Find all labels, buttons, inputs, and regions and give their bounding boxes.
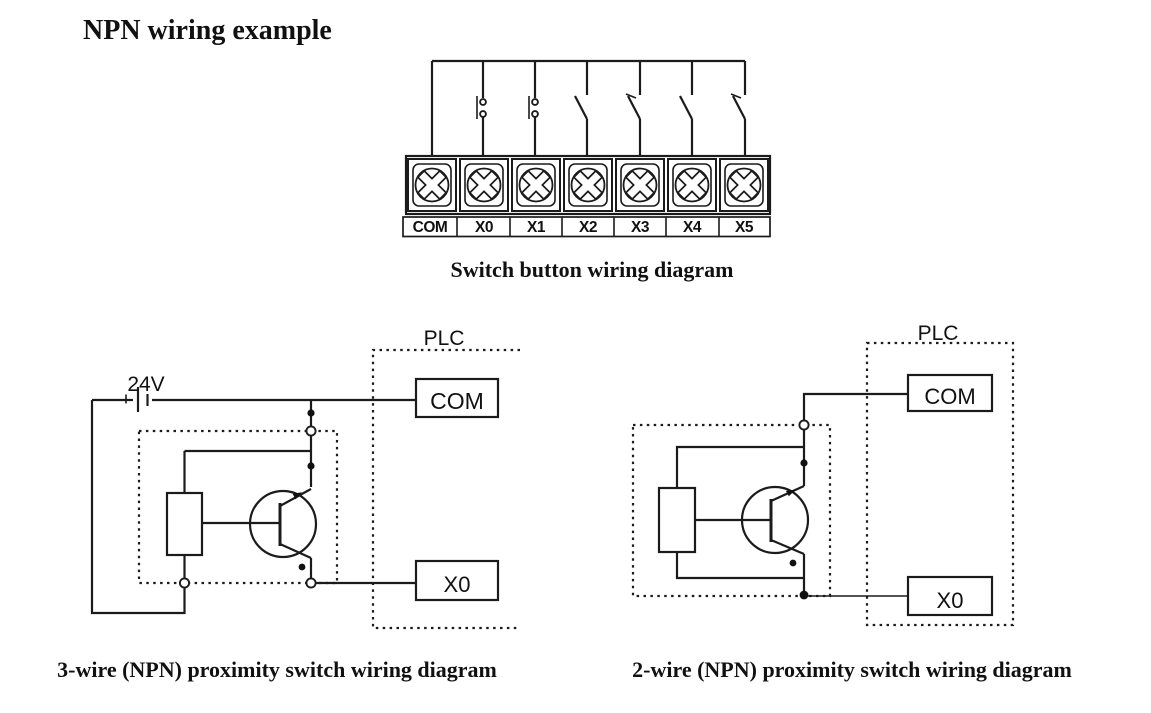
terminal-label-x2: X2 [579,219,597,236]
proximity-sensor-outline [137,429,339,585]
plc-label: PLC [424,327,465,350]
com-terminal-label: COM [430,388,484,414]
screw-terminal-icon [667,158,717,212]
terminal-block [404,154,772,216]
x0-terminal-box: X0 [414,559,500,602]
terminal-label-strip: COM X0 X1 X2 X3 X4 X5 [402,216,771,238]
sensor-terminal-circle [305,425,317,437]
plc-outline [371,348,520,630]
proximity-sensor-outline [631,423,832,598]
screw-terminal-icon [459,158,509,212]
sensor-terminal-circle [798,419,810,431]
screw-terminal-icon [511,158,561,212]
three-wire-caption: 3-wire (NPN) proximity switch wiring dia… [57,657,497,682]
supply-voltage-label: 24V [127,373,164,396]
com-terminal-label: COM [924,384,975,409]
npn-transistor-symbol [740,484,810,595]
screw-terminal-icon [407,158,457,212]
terminal-label-x5: X5 [735,219,754,236]
resistor-symbol [165,449,311,579]
switch-diagram-caption: Switch button wiring diagram [451,257,734,282]
switch-button-diagram: COM X0 X1 X2 X3 X4 X5 Switch button wiri… [402,59,772,282]
supply-return-wire [90,400,186,615]
screw-terminal-icon [563,158,613,212]
screw-terminal-icon [719,158,769,212]
sensor-terminal-circle [178,577,191,589]
x0-terminal-label: X0 [444,572,471,597]
two-wire-caption: 2-wire (NPN) proximity switch wiring dia… [632,657,1072,682]
input-bus-wire [430,59,745,170]
junction-dot [307,462,315,470]
sensor-terminal-circle [305,577,317,589]
junction-dot [800,459,808,467]
x0-terminal-box: X0 [906,575,994,617]
terminal-label-x3: X3 [631,219,650,236]
com-terminal-box: COM [414,377,500,419]
x0-terminal-label: X0 [937,588,964,613]
three-wire-npn-diagram: 24V [57,327,520,682]
resistor-symbol [657,445,804,580]
npn-transistor-symbol [248,488,318,583]
com-terminal-box: COM [906,373,994,413]
two-wire-npn-diagram: PLC COM X0 2-wire (NPN) proximity switch… [631,322,1072,682]
switch-symbol-x3 [625,61,642,170]
com-wire [802,392,908,486]
terminal-label-x0: X0 [475,219,493,236]
junction-dot [307,409,315,417]
switch-symbol-x2 [574,61,589,170]
switch-symbol-x5 [730,61,747,170]
pushbutton-symbol-x0 [476,61,487,170]
terminal-label-x4: X4 [683,219,702,236]
plc-label: PLC [918,322,959,345]
terminal-label-x1: X1 [527,219,546,236]
battery-symbol [92,387,416,412]
terminal-label-com: COM [413,219,448,236]
page-title: NPN wiring example [83,15,332,46]
switch-symbol-x4 [679,61,694,170]
junction-dot [799,590,809,600]
pushbutton-symbol-x1 [528,61,539,170]
screw-terminal-icon [615,158,665,212]
